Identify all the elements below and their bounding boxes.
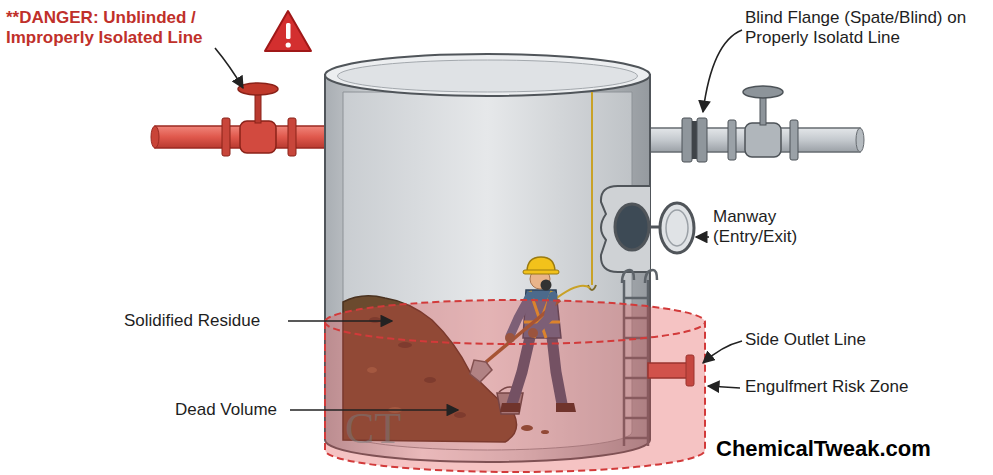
unblinded-line [151, 83, 335, 156]
valve-body [745, 123, 781, 157]
callout-label: Manway (Entry/Exit) [713, 207, 823, 246]
pipe-end [151, 126, 159, 148]
pipe-end [856, 128, 864, 152]
leader-arrow [703, 30, 742, 112]
leader-lines [215, 30, 742, 410]
watermark-logo: CT [345, 404, 425, 455]
tank-top [325, 54, 650, 96]
valve-body [240, 121, 276, 153]
hard-hat-brim [523, 270, 559, 274]
respirator [541, 280, 552, 291]
leader-arrow [708, 386, 740, 388]
pipe-flange [728, 120, 736, 160]
manway-hinge [649, 226, 660, 229]
zone-front-edge [325, 322, 705, 344]
tank-top-inner [338, 60, 638, 92]
leader-arrow [703, 341, 742, 363]
exclamation-dot [286, 42, 291, 47]
ladder-rung [624, 297, 648, 300]
danger-label: **DANGER: Unblinded / Improperly Isolate… [6, 8, 231, 47]
zone-band [325, 300, 705, 472]
watermark-text: ChemicalTweak.com [716, 436, 986, 461]
isolated-line [640, 86, 864, 162]
rope [591, 92, 593, 285]
pipe-flange [222, 118, 230, 156]
manway-collar [601, 186, 650, 272]
callout-label: Dead Volume [175, 400, 295, 420]
manway-opening [615, 204, 649, 250]
pipe-flange [790, 120, 798, 160]
callout-label: Engulfmert Risk Zone [745, 377, 975, 397]
spade-blind [692, 121, 697, 159]
exclamation-bar [286, 23, 291, 39]
valve-handwheel [743, 86, 783, 98]
lanyard [554, 286, 590, 300]
valve-stem [760, 95, 766, 125]
manway [601, 186, 694, 272]
lifeline [588, 92, 596, 290]
valve-stem [255, 92, 261, 123]
manway-door [660, 203, 694, 253]
leader-arrow [288, 320, 392, 322]
leader-arrow [215, 48, 243, 88]
callout-label: Solidified Residue [124, 311, 294, 331]
engulfment-zone [325, 300, 705, 472]
callout-label: Side Outlet Line [745, 330, 945, 350]
pipe-flange [288, 118, 296, 156]
blind-flange [697, 118, 707, 162]
valve-handwheel [238, 83, 278, 95]
manway-door-rim [666, 210, 688, 246]
leader-arrow [696, 236, 709, 238]
warning-triangle [265, 11, 311, 51]
blind-flange [682, 118, 692, 162]
warning-symbol [265, 11, 311, 51]
callout-label: Blind Flange (Spate/Blind) on Properly I… [745, 8, 985, 47]
